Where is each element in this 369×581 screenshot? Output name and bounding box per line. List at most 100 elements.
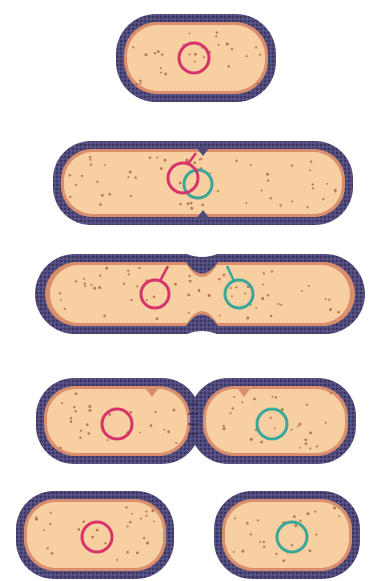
ribosome-dot (179, 182, 182, 185)
ribosome-dot (270, 197, 272, 199)
stage-septum-formation (36, 378, 356, 464)
ribosome-dot (231, 295, 233, 297)
ribosome-dot (208, 294, 211, 297)
ribosome-dot (280, 304, 282, 306)
ribosome-dot (127, 176, 129, 178)
ribosome-dot (253, 398, 256, 401)
ribosome-dot (325, 422, 327, 424)
ribosome-dot (156, 157, 158, 159)
ribosome-dot (255, 307, 257, 309)
ribosome-dot (132, 46, 134, 48)
ribosome-dot (127, 270, 129, 272)
ribosome-dot (160, 167, 163, 170)
ribosome-dot (235, 286, 237, 288)
ribosome-dot (277, 303, 279, 305)
ribosome-dot (143, 537, 145, 539)
ribosome-dot (314, 511, 316, 513)
stage-dna-replication (53, 141, 353, 225)
ribosome-dot (107, 439, 109, 441)
ribosome-dot (270, 417, 272, 419)
ribosome-dot (291, 201, 293, 203)
ribosome-dot (130, 411, 133, 414)
ribosome-dot (104, 164, 106, 166)
ribosome-dot (128, 273, 130, 275)
ribosome-dot (223, 427, 226, 430)
ribosome-dot (139, 83, 141, 85)
ribosome-dot (263, 541, 265, 543)
ribosome-dot (266, 173, 269, 176)
ribosome-dot (188, 32, 190, 34)
ribosome-dot (308, 285, 310, 287)
ribosome-dot (47, 547, 49, 549)
ribosome-dot (230, 287, 232, 289)
ribosome-dot (190, 207, 193, 210)
ribosome-dot (123, 283, 125, 285)
ribosome-dot (89, 409, 92, 412)
ribosome-dot (187, 293, 190, 296)
ribosome-dot (59, 292, 61, 294)
ribosome-dot (210, 172, 212, 174)
ribosome-dot (291, 164, 293, 166)
ribosome-dot (223, 425, 225, 427)
ribosome-dot (311, 183, 313, 185)
ribosome-dot (108, 193, 111, 196)
ribosome-dot (81, 175, 83, 177)
ribosome-dot (270, 315, 272, 317)
ribosome-dot (105, 267, 108, 270)
ribosome-dot (129, 521, 132, 524)
ribosome-dot (153, 520, 155, 522)
ribosome-dot (199, 158, 201, 160)
ribosome-dot (293, 515, 296, 518)
ribosome-dot (328, 299, 330, 301)
ribosome-dot (144, 53, 147, 56)
ribosome-dot (86, 423, 89, 426)
ribosome-dot (101, 194, 104, 197)
ribosome-dot (216, 31, 218, 33)
ribosome-dot (275, 396, 278, 399)
ribosome-dot (227, 65, 229, 67)
ribosome-dot (233, 551, 235, 553)
ribosome-dot (145, 511, 147, 513)
ribosome-dot (96, 181, 98, 183)
ribosome-dot (139, 79, 142, 82)
ribosome-dot (80, 430, 82, 432)
ribosome-dot (69, 196, 71, 198)
ribosome-dot (156, 317, 159, 320)
stage-daughter-cells (16, 491, 360, 579)
cytoplasm (127, 25, 265, 91)
ribosome-dot (187, 202, 190, 205)
ribosome-dot (203, 56, 205, 58)
ribosome-dot (70, 417, 72, 419)
ribosome-dot (75, 392, 78, 395)
ribosome-dot (299, 520, 301, 522)
ribosome-dot (108, 413, 111, 416)
ribosome-dot (250, 164, 252, 166)
ribosome-dot (306, 206, 308, 208)
left-cytoplasm (47, 389, 187, 453)
ribosome-dot (135, 83, 138, 86)
ribosome-dot (75, 184, 77, 186)
ribosome-dot (35, 518, 38, 521)
ribosome-dot (271, 270, 273, 272)
ribosome-dot (218, 44, 220, 46)
ribosome-dot (230, 412, 232, 414)
ribosome-dot (43, 529, 45, 531)
ribosome-dot (188, 312, 190, 314)
ribosome-dot (217, 190, 219, 192)
ribosome-dot (146, 299, 148, 301)
ribosome-dot (235, 160, 237, 162)
ribosome-dot (309, 169, 311, 171)
ribosome-dot (309, 549, 312, 552)
ribosome-dot (261, 297, 264, 300)
ribosome-dot (103, 315, 106, 318)
ribosome-dot (161, 53, 163, 55)
ribosome-dot (250, 533, 252, 535)
ribosome-dot (310, 161, 312, 163)
ribosome-dot (329, 308, 332, 311)
ribosome-dot (74, 410, 76, 412)
ribosome-dot (263, 272, 265, 274)
ribosome-dot (188, 53, 190, 55)
ribosome-dot (151, 509, 154, 512)
